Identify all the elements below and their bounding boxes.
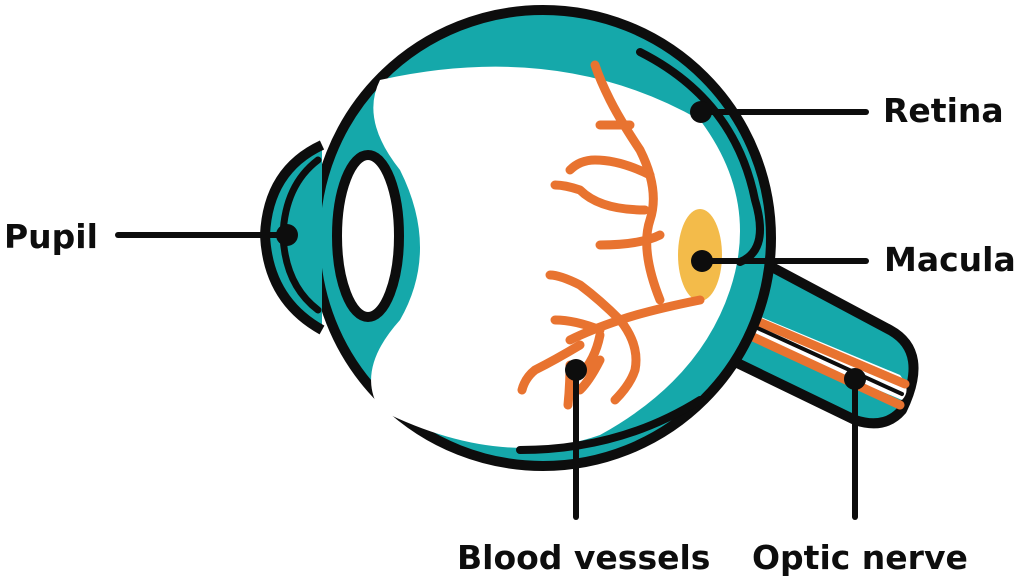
label-retina: Retina	[883, 94, 1004, 127]
pupil-dot	[276, 224, 298, 246]
blood-vessels-dot	[565, 359, 587, 381]
retina-dot	[690, 101, 712, 123]
optic-nerve-dot	[844, 368, 866, 390]
lens	[337, 155, 399, 317]
macula-dot	[691, 250, 713, 272]
label-macula: Macula	[884, 243, 1014, 276]
label-pupil: Pupil	[4, 220, 98, 253]
label-blood-vessels: Blood vessels	[457, 541, 710, 574]
label-optic-nerve: Optic nerve	[752, 541, 968, 574]
